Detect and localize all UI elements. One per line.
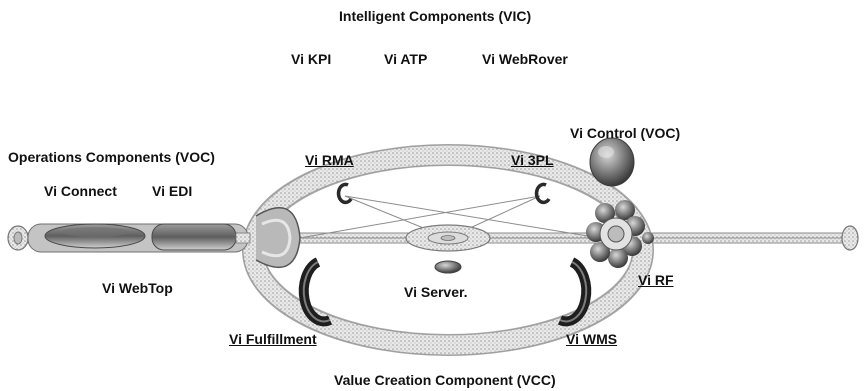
intelligent-item-atp: Vi ATP	[384, 51, 428, 67]
rma-node-icon	[336, 182, 353, 205]
rf-gear-icon	[586, 200, 654, 268]
operations-components-title: Operations Components (VOC)	[8, 149, 215, 165]
rma-label: Vi RMA	[305, 152, 354, 168]
webtop-label: Vi WebTop	[102, 280, 173, 296]
control-label: Vi Control (VOC)	[570, 125, 681, 141]
server-node	[434, 260, 462, 274]
wms-label: Vi WMS	[566, 331, 618, 347]
intelligent-components-title: Intelligent Components (VIC)	[339, 8, 532, 24]
right-end-cap	[841, 225, 859, 251]
intelligent-item-webrover: Vi WebRover	[482, 51, 568, 67]
operations-item-edi: Vi EDI	[152, 183, 193, 199]
left-ring-joint	[255, 207, 301, 269]
server-hub	[405, 224, 491, 252]
wms-node-icon	[557, 257, 592, 327]
webtop-connector	[27, 223, 251, 253]
fulfillment-label: Vi Fulfillment	[229, 331, 317, 347]
rf-label: Vi RF	[638, 272, 674, 288]
server-label: Vi Server.	[404, 284, 468, 300]
value-creation-component-title: Value Creation Component (VCC)	[334, 372, 556, 388]
control-sphere-icon	[589, 137, 635, 187]
fulfillment-node-icon	[298, 257, 333, 327]
operations-item-connect: Vi Connect	[44, 183, 117, 199]
threepl-node-icon	[534, 182, 551, 205]
left-end-cap	[7, 225, 29, 251]
intelligent-item-kpi: Vi KPI	[291, 51, 332, 67]
threepl-label: Vi 3PL	[511, 152, 554, 168]
